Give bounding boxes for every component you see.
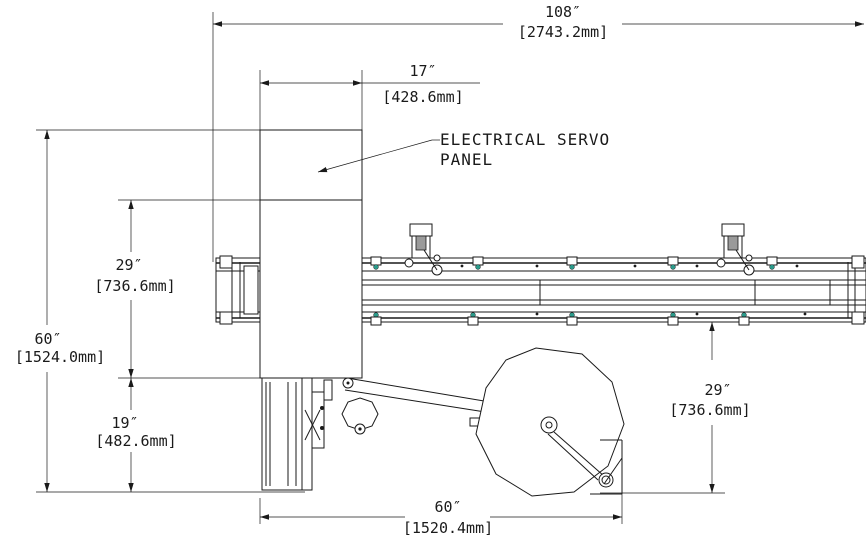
callout-line-2: PANEL: [440, 150, 493, 169]
dim-29-left-imperial: 29″: [115, 256, 142, 274]
dim-60-bottom-imperial: 60″: [434, 498, 461, 516]
dim-29-left-metric: [736.6mm]: [94, 277, 175, 295]
electrical-servo-panel: [259, 129, 363, 379]
dim-19-imperial: 19″: [111, 414, 138, 432]
drive-unit: [261, 377, 333, 491]
callout-line-1: ELECTRICAL SERVO: [440, 130, 610, 149]
dim-29-right-metric: [736.6mm]: [669, 401, 750, 419]
dim-60-left-metric: [1524.0mm]: [15, 348, 105, 366]
dim-17-imperial: 17″: [409, 62, 436, 80]
dim-108-metric: [2743.2mm]: [518, 23, 608, 41]
material-spool: [475, 347, 625, 497]
dimension-labels: 108″ [2743.2mm] 17″ [428.6mm] 60″ [1524.…: [15, 3, 751, 537]
hex-wheel: [341, 397, 379, 435]
dim-60-bottom-metric: [1520.4mm]: [403, 519, 493, 537]
guide-roller-assembly-right: [716, 223, 755, 276]
guide-roller-assembly-left: [404, 223, 443, 276]
rail-clamps-top: [370, 256, 778, 270]
dimension-lines: [44, 21, 864, 520]
dim-108-imperial: 108″: [545, 3, 581, 21]
callout-leader: [317, 139, 433, 173]
dim-17-metric: [428.6mm]: [382, 88, 463, 106]
dim-60-left-imperial: 60″: [34, 330, 61, 348]
panel-callout: ELECTRICAL SERVO PANEL: [440, 130, 610, 169]
dim-29-right-imperial: 29″: [704, 381, 731, 399]
rail-clamps-bottom: [370, 312, 750, 326]
dim-19-metric: [482.6mm]: [95, 432, 176, 450]
